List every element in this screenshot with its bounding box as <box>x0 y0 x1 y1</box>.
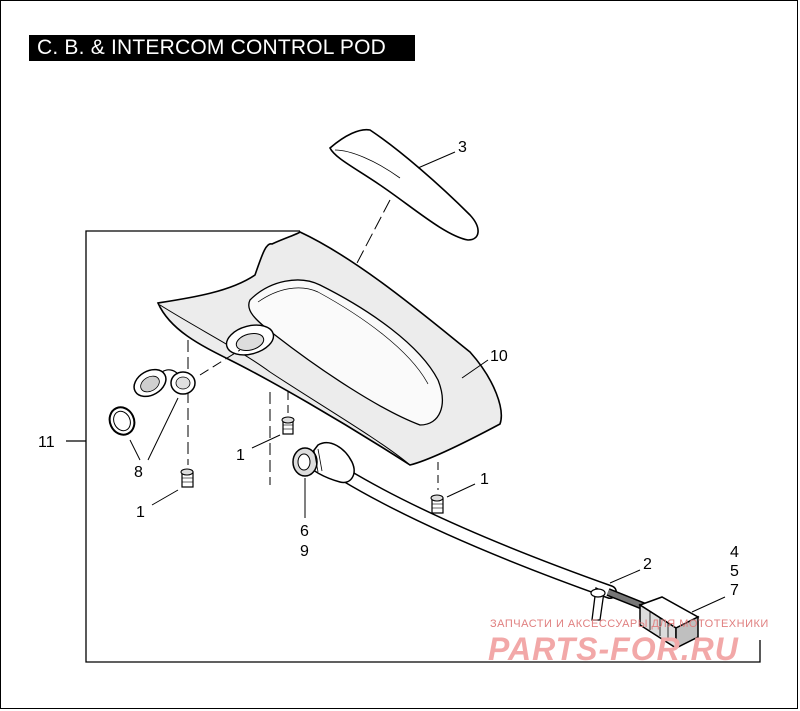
leader-1-bottom <box>151 489 179 506</box>
callout-1-bottom: 1 <box>136 504 145 521</box>
screw-part-bottom <box>180 468 194 488</box>
callout-8: 8 <box>134 464 143 481</box>
jack-cover-part <box>133 368 196 398</box>
assembly-bracket <box>85 230 761 663</box>
leader-3 <box>417 151 456 169</box>
callout-2: 2 <box>643 556 652 573</box>
screw-part-left <box>281 416 295 435</box>
callout-4: 4 <box>730 544 739 561</box>
jack-ring-part <box>108 406 136 436</box>
leader-1-right <box>446 483 476 498</box>
trim-insert-part <box>329 128 479 241</box>
watermark-logo: PARTS-FOR.RU <box>488 631 739 667</box>
jack-plug-part <box>292 441 355 484</box>
callout-5: 5 <box>730 563 739 580</box>
leader-8a <box>129 439 141 461</box>
control-pod-housing <box>156 231 502 466</box>
screw-part-right <box>430 494 444 514</box>
callout-11: 11 <box>38 434 55 451</box>
leader-4-5-7 <box>691 596 726 613</box>
leader-10 <box>461 359 489 379</box>
callout-3: 3 <box>458 139 467 156</box>
callout-1-right: 1 <box>480 471 489 488</box>
leader-8b <box>147 397 179 461</box>
callout-7: 7 <box>730 582 739 599</box>
cable-strap-part <box>590 587 606 621</box>
watermark-tagline: ЗАПЧАСТИ И АКСЕССУАРЫ ДЛЯ МОТОТЕХНИКИ <box>490 618 769 630</box>
callout-10: 10 <box>490 348 508 365</box>
callout-6: 6 <box>300 523 309 540</box>
callout-1-left: 1 <box>236 447 245 464</box>
wiring-harness <box>338 468 650 612</box>
page-title: C. B. & INTERCOM CONTROL POD <box>29 35 415 61</box>
assembly-line-plug <box>199 349 241 376</box>
connector-part <box>638 596 700 650</box>
leader-1-left <box>251 434 281 449</box>
leader-2 <box>609 569 641 584</box>
callout-9: 9 <box>300 543 309 560</box>
